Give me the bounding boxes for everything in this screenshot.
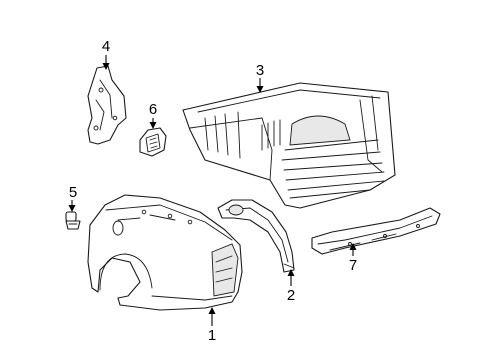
callout-3-label: 3	[256, 62, 264, 79]
callout-5-label: 5	[69, 184, 77, 201]
wheel-house-liner	[217, 199, 295, 273]
front-fender-panel	[87, 194, 243, 311]
callout-4-label: 4	[102, 38, 110, 55]
callout-leaders	[68, 55, 357, 326]
pickup-box-bed	[182, 82, 396, 209]
callout-7-label: 7	[349, 257, 357, 274]
small-bracket	[139, 127, 167, 157]
callout-2-label: 2	[287, 287, 295, 304]
callout-6-label: 6	[149, 101, 157, 118]
fastener-clip	[65, 211, 81, 230]
rail-reinforcement	[311, 207, 441, 255]
side-bracket	[87, 65, 127, 145]
callout-1-label: 1	[208, 327, 216, 344]
